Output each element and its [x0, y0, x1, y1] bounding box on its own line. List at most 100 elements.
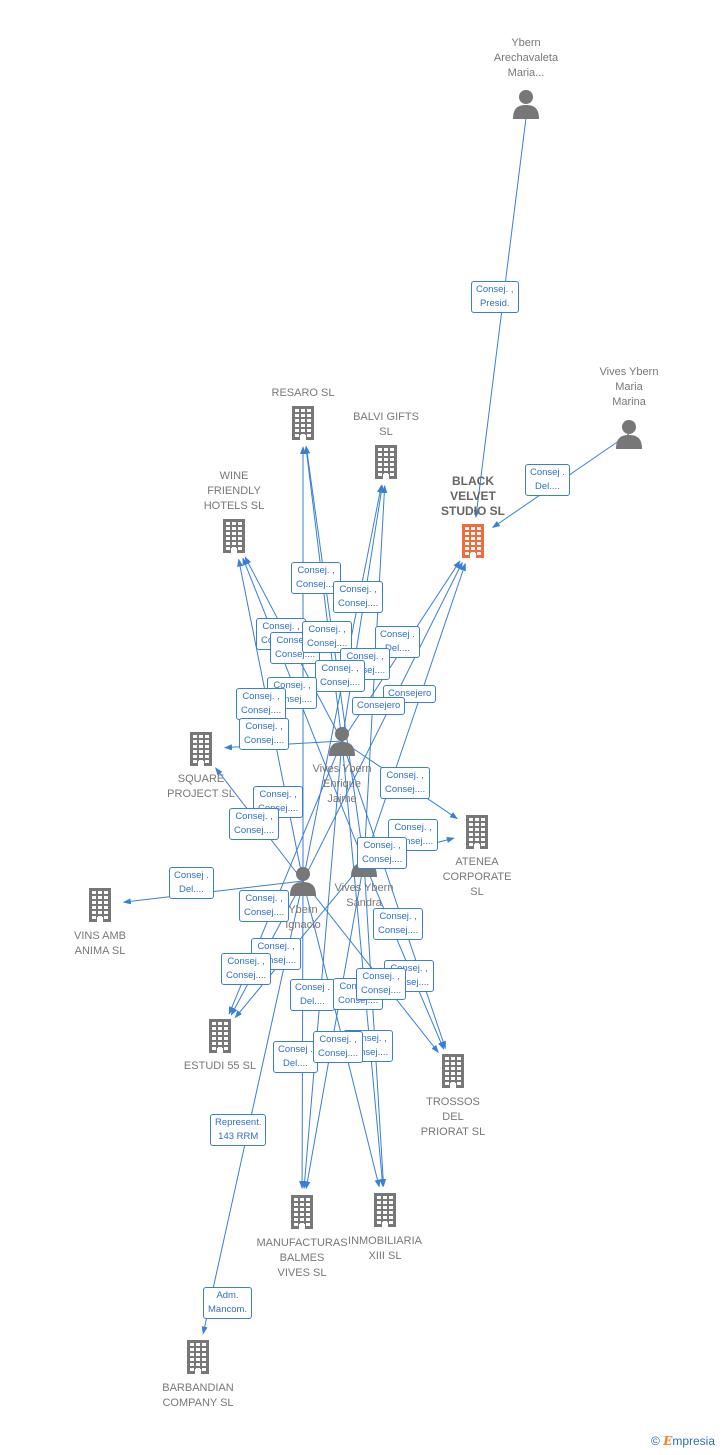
role-label-line: Consej.... — [345, 665, 386, 676]
role-label[interactable]: Consej. ,Consej.... — [302, 621, 353, 653]
role-label[interactable]: Consej. ,Consej.... — [357, 837, 408, 869]
building-icon[interactable] — [290, 406, 316, 445]
company-node-c8[interactable]: ESTUDI 55 SL — [160, 1059, 280, 1074]
role-label-line: Consej.... — [275, 649, 316, 660]
brand-name: mpresia — [672, 1434, 716, 1448]
building-icon[interactable] — [464, 815, 490, 854]
company-node-c2[interactable]: RESARO SL — [243, 386, 363, 401]
person-icon[interactable] — [615, 419, 643, 454]
role-label-line: Consej. , — [319, 1034, 357, 1045]
role-label[interactable]: Consejero — [352, 697, 406, 715]
brand-initial: E — [663, 1434, 673, 1448]
role-label-line: Consej.... — [296, 579, 337, 590]
role-label[interactable]: Consej. ,Consej.... — [373, 908, 424, 940]
role-label-line: Consej.... — [244, 907, 285, 918]
role-label[interactable]: Consej .Del.... — [169, 867, 214, 899]
link-p4-c11 — [363, 861, 387, 1188]
role-label[interactable]: Consej .Del.... — [273, 1041, 318, 1073]
building-icon[interactable] — [373, 445, 399, 484]
node-label-line: Vives Ybern — [334, 882, 394, 894]
link-p3-c10 — [301, 740, 343, 1190]
node-label-line: Maria... — [507, 67, 545, 79]
link-p4-c10 — [304, 861, 365, 1190]
person-icon[interactable] — [512, 89, 540, 124]
role-label-line: Consej. , — [308, 624, 346, 635]
role-label[interactable]: Consej. ,Consej.... — [315, 660, 366, 692]
role-label[interactable]: Consej. ,Consej.... — [291, 562, 342, 594]
role-label-line: Consej. , — [242, 691, 280, 702]
role-label[interactable]: Consej. , Consej.... — [236, 688, 287, 720]
node-label-line: FRIENDLY — [207, 485, 261, 497]
role-label-line: Consej. , — [245, 721, 283, 732]
building-icon[interactable] — [372, 1193, 398, 1232]
role-label[interactable]: Consej. ,Consej.... — [313, 1031, 364, 1063]
role-label[interactable]: Consej. ,Presid. — [471, 281, 519, 313]
empresia-brand[interactable]: © Empresia — [651, 1434, 715, 1448]
node-label-line: SL — [470, 886, 484, 898]
role-label-line: Consej.... — [385, 784, 426, 795]
role-label-line: Del.... — [283, 1058, 308, 1069]
node-label-line: BALMES — [279, 1252, 325, 1264]
node-label-line: Arechavaleta — [493, 52, 559, 64]
role-label-line: Consej.... — [348, 1047, 389, 1058]
node-label-line: PRIORAT SL — [420, 1126, 486, 1138]
role-label[interactable]: Consej. ,Consej.... — [333, 581, 384, 613]
role-label[interactable]: Consej. ,Consej.... — [221, 953, 272, 985]
role-label-line: Consej.... — [362, 854, 403, 865]
role-label-line: Consej . — [380, 629, 415, 640]
role-label[interactable]: Adm. Mancom. — [203, 1287, 253, 1319]
building-icon[interactable] — [207, 1019, 233, 1058]
role-label[interactable]: Consej. ,Consej.... — [239, 718, 290, 750]
link-p5-c1 — [302, 561, 463, 882]
role-label[interactable]: Consej. ,Consej.... — [356, 968, 407, 1000]
role-label[interactable]: Consej. ,Consej.... — [388, 819, 439, 851]
role-label-line: Presid. — [479, 298, 510, 309]
link-p4-c1 — [363, 562, 466, 863]
node-label-line: WINE — [219, 470, 249, 482]
building-icon[interactable] — [87, 888, 113, 927]
building-icon[interactable] — [188, 732, 214, 771]
role-label[interactable]: Consej. ,Consej.... — [380, 767, 431, 799]
role-label[interactable]: Consej .Del.... — [290, 979, 335, 1011]
role-label-line: Consej. , — [273, 680, 311, 691]
role-label-line: Mancom. — [208, 1304, 248, 1315]
role-label-line: Adm. — [216, 1290, 239, 1301]
role-label-line: Consej.... — [241, 705, 282, 716]
node-label-line: Ybern — [511, 37, 541, 49]
role-label-line: Consej.... — [226, 970, 267, 981]
role-label[interactable]: Consej .Del.... — [525, 464, 570, 496]
building-icon[interactable] — [221, 519, 247, 558]
copyright-symbol: © — [651, 1434, 660, 1448]
link-p3-c9 — [341, 740, 446, 1050]
person-icon[interactable] — [328, 726, 356, 761]
building-icon[interactable] — [440, 1054, 466, 1093]
building-icon[interactable] — [460, 524, 486, 563]
role-label[interactable]: Consej. ,Consej.... — [229, 808, 280, 840]
node-label-line: Enrique — [323, 778, 361, 790]
role-label-line: Consej.... — [393, 836, 434, 847]
person-icon[interactable] — [289, 866, 317, 901]
role-label-line: Del.... — [300, 996, 325, 1007]
building-icon[interactable] — [289, 1195, 315, 1234]
role-label[interactable]: Represent.143 RRM — [210, 1114, 267, 1146]
role-label[interactable]: Consej. ,Consej.... — [239, 890, 290, 922]
role-label-line: Consej. , — [346, 651, 384, 662]
building-icon[interactable] — [185, 1340, 211, 1379]
node-label-line: VELVET — [450, 489, 496, 503]
node-label-line: TROSSOS — [426, 1096, 480, 1108]
